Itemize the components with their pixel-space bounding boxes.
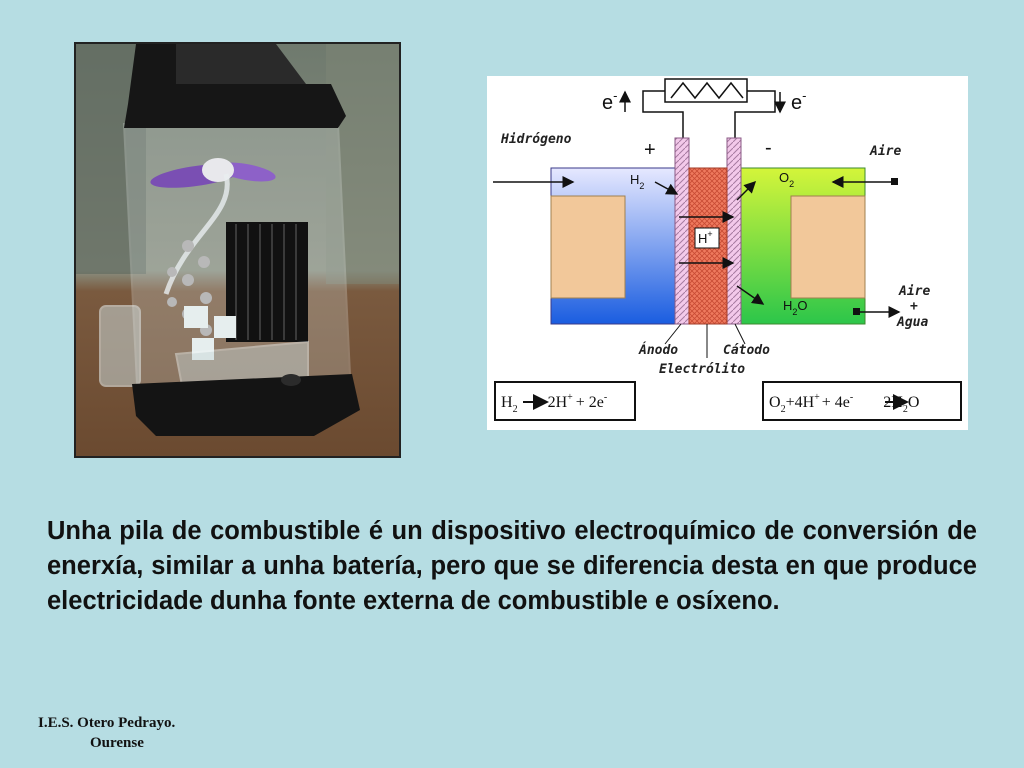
air-water-label-2: + bbox=[910, 299, 918, 314]
footer-school: I.E.S. Otero Pedrayo. bbox=[38, 715, 176, 731]
electron-left-label: e- bbox=[602, 88, 617, 114]
footer-credit: I.E.S. Otero Pedrayo. Ourense bbox=[38, 713, 198, 753]
o2-label: O2 bbox=[779, 170, 794, 189]
minus-terminal: - bbox=[765, 137, 772, 159]
h2-arrow bbox=[654, 181, 679, 195]
air-label: Aire bbox=[869, 144, 901, 159]
footer-city: Ourense bbox=[90, 735, 144, 751]
cathode-plate bbox=[790, 195, 866, 299]
h2o-label: H2O bbox=[783, 298, 808, 317]
cathode-equation-box bbox=[762, 381, 962, 421]
anode-equation-box bbox=[494, 381, 636, 421]
h2-label: H2 bbox=[630, 172, 644, 191]
fuel-cell-photo-drawing bbox=[76, 44, 399, 456]
hplus-label: H+ bbox=[698, 229, 713, 246]
anode-plate bbox=[550, 195, 626, 299]
electron-right-label: e- bbox=[791, 88, 806, 114]
o2-arrow bbox=[736, 180, 757, 201]
cathode-label: Cátodo bbox=[723, 343, 770, 358]
anode-electrode bbox=[674, 137, 690, 325]
description-paragraph: Unha pila de combustible é un dispositiv… bbox=[47, 517, 977, 615]
h2o-arrow bbox=[736, 285, 765, 305]
anode-label: Ánodo bbox=[638, 342, 678, 358]
air-water-label-1: Aire bbox=[898, 284, 930, 299]
cathode-electrode bbox=[726, 137, 742, 325]
hplus-box bbox=[694, 227, 720, 249]
electrolyte-label: Electrólito bbox=[659, 362, 745, 377]
fuel-cell-diagram-svg: e- e- Hidrógeno Aire + - H+ H2 O2 bbox=[493, 78, 962, 421]
external-circuit bbox=[619, 78, 786, 138]
hydrogen-label: Hidrógeno bbox=[500, 132, 572, 147]
fuel-cell-photo bbox=[74, 42, 401, 458]
resistor-zigzag bbox=[670, 81, 744, 100]
air-water-label-3: Agua bbox=[896, 315, 928, 330]
fuel-cell-diagram: e- e- Hidrógeno Aire + - H+ H2 O2 bbox=[487, 76, 968, 430]
plus-terminal: + bbox=[644, 139, 656, 161]
